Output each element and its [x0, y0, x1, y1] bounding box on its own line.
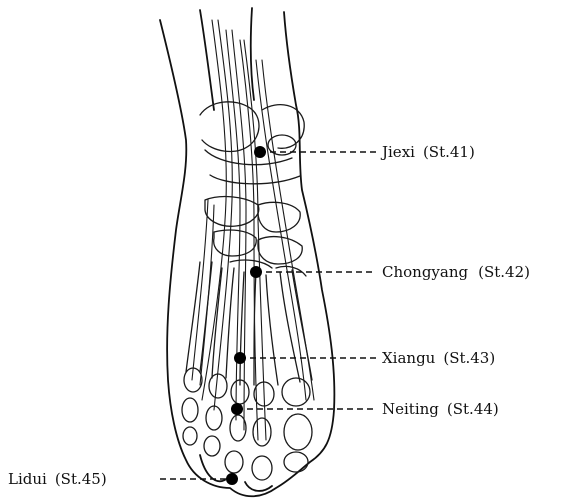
point-st45[interactable] [226, 473, 238, 485]
label-code: (St.45) [55, 470, 107, 488]
label-code: (St.42) [478, 263, 530, 281]
label-jiexi: Jiexi (St.41) [380, 143, 475, 161]
label-name: Neiting [382, 400, 439, 418]
label-name: Chongyang [382, 263, 469, 281]
point-st41[interactable] [254, 146, 266, 158]
label-name: Lidui [8, 470, 47, 488]
toe-bones [182, 368, 312, 491]
label-code: (St.44) [447, 400, 499, 418]
label-code: (St.43) [443, 349, 495, 367]
point-st42[interactable] [250, 266, 262, 278]
label-neiting: Neiting (St.44) [382, 400, 499, 418]
label-chongyang: Chongyang (St.42) [382, 263, 530, 281]
leader-lines [160, 152, 376, 479]
foot-outline [160, 8, 334, 496]
point-st44[interactable] [231, 403, 243, 415]
point-st43[interactable] [234, 352, 246, 364]
label-lidui: Lidui (St.45) [8, 470, 107, 488]
metatarsal-bones [186, 262, 312, 385]
label-name: Xiangu [382, 349, 436, 367]
label-name: Jiexi [380, 143, 415, 161]
label-xiangu: Xiangu (St.43) [382, 349, 495, 367]
tarsal-bones [205, 197, 306, 276]
label-code: (St.41) [423, 143, 475, 161]
